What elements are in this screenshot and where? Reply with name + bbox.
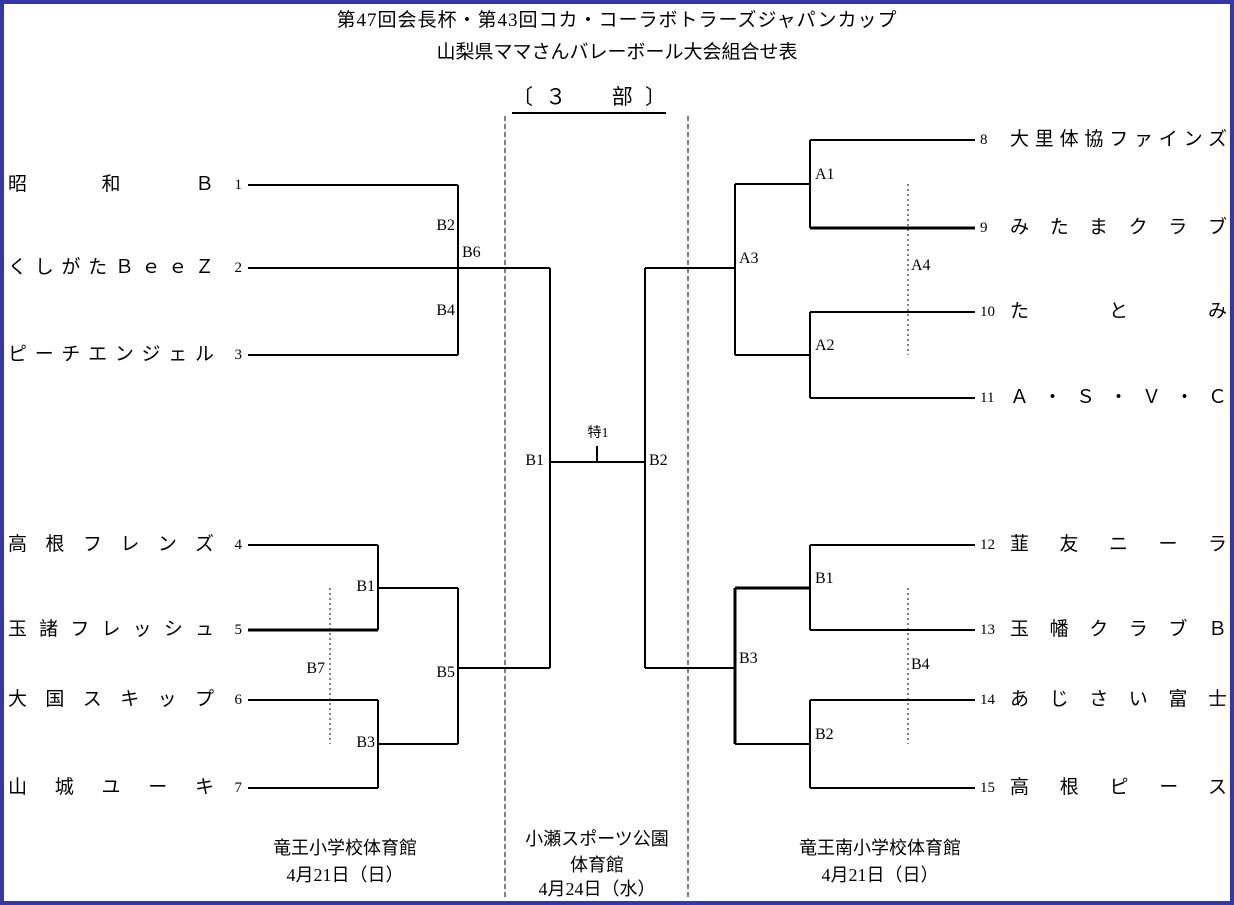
match-label-b4-right-bottom: B4 bbox=[911, 656, 930, 673]
team-seed-3: 3 bbox=[234, 347, 243, 363]
team-seed-14: 14 bbox=[980, 692, 995, 708]
match-label-b7-left-bottom: B7 bbox=[306, 660, 325, 677]
team-seed-4: 4 bbox=[234, 537, 243, 553]
match-label-b6-left-top: B6 bbox=[462, 244, 481, 261]
team-seed-2: 2 bbox=[234, 260, 243, 276]
team-name-13: 玉幡クラブＢ bbox=[1010, 619, 1227, 640]
match-label-a3-right-top: A3 bbox=[739, 250, 759, 267]
match-label-b3-right-bottom: B3 bbox=[739, 650, 758, 667]
team-seed-9: 9 bbox=[980, 220, 988, 236]
bracket-right-bottom bbox=[645, 544, 975, 789]
match-label-b1-right-bottom: B1 bbox=[815, 570, 834, 587]
match-label-b1-final-left: B1 bbox=[525, 452, 544, 469]
team-seed-10: 10 bbox=[980, 304, 995, 320]
team-seed-15: 15 bbox=[980, 780, 995, 796]
match-label-b4-left-top: B4 bbox=[436, 302, 455, 319]
team-name-15: 高根ピース bbox=[1010, 777, 1227, 798]
team-name-7: 山城ユーキ bbox=[8, 777, 214, 798]
bracket-final bbox=[549, 268, 646, 668]
match-label-toku1-final: 特1 bbox=[587, 426, 609, 441]
team-name-4: 高根フレンズ bbox=[8, 534, 214, 555]
team-name-2: くしがたＢｅｅＺ bbox=[8, 257, 214, 278]
match-label-b2-left-top: B2 bbox=[436, 217, 455, 234]
venue-left-date: 4月21日（日） bbox=[286, 865, 404, 885]
team-name-3: ピーチエンジェル bbox=[8, 344, 214, 365]
team-name-5: 玉諸フレッシュ bbox=[8, 619, 214, 640]
match-label-b3-left-bottom: B3 bbox=[356, 734, 375, 751]
team-seed-12: 12 bbox=[980, 537, 995, 553]
bracket-left-bottom bbox=[248, 544, 550, 789]
team-seed-6: 6 bbox=[234, 692, 243, 708]
team-name-9: みたまクラブ bbox=[1010, 217, 1227, 238]
venue-center-name-line2: 体育館 bbox=[570, 855, 624, 875]
match-label-b1-left-bottom: B1 bbox=[356, 578, 375, 595]
venue-center-name-line1: 小瀬スポーツ公園 bbox=[525, 829, 669, 849]
team-name-10: たとみ bbox=[1010, 301, 1227, 322]
team-seed-11: 11 bbox=[980, 390, 995, 406]
division-label: 〔３ 部〕 bbox=[512, 84, 666, 114]
venue-right-date: 4月21日（日） bbox=[821, 865, 939, 885]
team-name-6: 大国スキップ bbox=[8, 689, 214, 710]
team-seed-7: 7 bbox=[234, 780, 243, 796]
team-name-1: 昭和Ｂ bbox=[8, 174, 214, 195]
venue-right-name: 竜王南小学校体育館 bbox=[799, 838, 961, 858]
match-label-b2-final-right: B2 bbox=[649, 452, 668, 469]
match-label-b2-right-bottom: B2 bbox=[815, 726, 834, 743]
team-name-12: 韮友ニーラ bbox=[1010, 534, 1227, 555]
team-name-14: あじさい富士 bbox=[1010, 689, 1227, 710]
bracket-right-top bbox=[645, 139, 975, 399]
bracket-left-top bbox=[248, 184, 550, 356]
team-seed-1: 1 bbox=[234, 177, 243, 193]
match-label-a1-right-top: A1 bbox=[815, 166, 835, 183]
match-label-a2-right-top: A2 bbox=[815, 337, 835, 354]
tournament-subtitle: 山梨県ママさんバレーボール大会組合せ表 bbox=[436, 42, 798, 63]
team-seed-5: 5 bbox=[234, 622, 243, 638]
match-label-a4-right-top: A4 bbox=[911, 257, 931, 274]
venue-center-date: 4月24日（水） bbox=[538, 879, 656, 899]
team-seed-8: 8 bbox=[980, 132, 988, 148]
tournament-title: 第47回会長杯・第43回コカ・コーラボトラーズジャパンカップ bbox=[336, 10, 898, 31]
match-label-b5-left-bottom: B5 bbox=[436, 664, 455, 681]
team-name-11: Ａ・Ｓ・Ｖ・Ｃ bbox=[1010, 387, 1227, 408]
team-seed-13: 13 bbox=[980, 622, 995, 638]
team-name-8: 大里体協ファインズ bbox=[1010, 129, 1227, 150]
venue-left-name: 竜王小学校体育館 bbox=[273, 838, 417, 858]
